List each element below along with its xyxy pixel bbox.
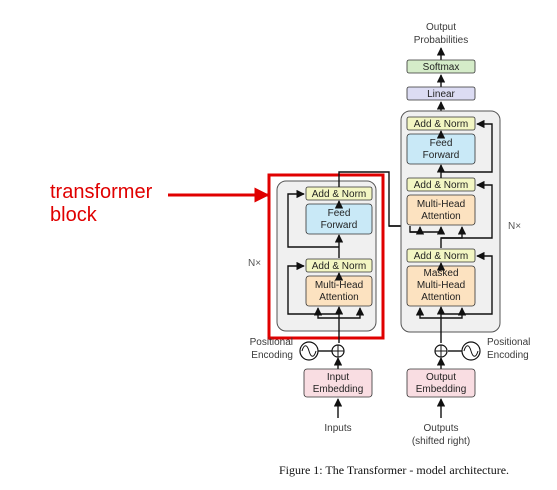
decoder-masked-multi-head-attention: Masked Multi-Head Attention: [406, 265, 476, 307]
svg-text:Add & Norm: Add & Norm: [312, 189, 366, 200]
output-embedding: Output Embedding: [406, 368, 476, 398]
decoder-add-norm-2: Add & Norm: [406, 177, 476, 192]
decoder-connectors: [409, 119, 493, 343]
output-probabilities-label-1: Output: [426, 22, 456, 33]
svg-text:Forward: Forward: [321, 220, 358, 231]
svg-text:Encoding: Encoding: [251, 350, 293, 361]
decoder-add-norm-3: Add & Norm: [406, 248, 476, 263]
svg-text:Attention: Attention: [319, 292, 358, 303]
svg-text:Embedding: Embedding: [313, 384, 364, 395]
svg-text:Attention: Attention: [421, 292, 460, 303]
input-embedding: Input Embedding: [303, 368, 373, 398]
svg-text:Feed: Feed: [430, 138, 453, 149]
encoder-nx-label: N×: [248, 258, 261, 269]
svg-text:Masked: Masked: [423, 268, 458, 279]
svg-text:Positional: Positional: [250, 337, 293, 348]
svg-text:Positional: Positional: [487, 337, 530, 348]
svg-text:Softmax: Softmax: [423, 62, 460, 73]
svg-text:Add & Norm: Add & Norm: [414, 251, 468, 262]
svg-text:Multi-Head: Multi-Head: [417, 280, 465, 291]
decoder-nx-label: N×: [508, 221, 521, 232]
svg-text:Embedding: Embedding: [416, 384, 467, 395]
decoder-multi-head-attention: Multi-Head Attention: [406, 194, 476, 226]
svg-text:Add & Norm: Add & Norm: [414, 119, 468, 130]
svg-text:Attention: Attention: [421, 211, 460, 222]
decoder-add-symbol: [434, 344, 448, 358]
svg-text:Feed: Feed: [328, 208, 351, 219]
svg-text:Input: Input: [327, 372, 349, 383]
figure-caption: Figure 1: The Transformer - model archit…: [279, 463, 509, 477]
softmax-block: Softmax: [406, 59, 476, 74]
decoder-feed-forward: Feed Forward: [406, 133, 476, 165]
encoder-stack: [276, 180, 377, 332]
decoder-positional-encoding: Positional Encoding: [448, 337, 530, 361]
inputs-label: Inputs: [324, 423, 351, 434]
svg-text:Output: Output: [426, 372, 456, 383]
encoder-add-symbol: [331, 344, 345, 358]
svg-text:Add & Norm: Add & Norm: [312, 261, 366, 272]
annotation-line-1: transformer: [50, 181, 153, 203]
encoder-multi-head-attention: Multi-Head Attention: [305, 275, 373, 307]
transformer-block-highlight: [267, 173, 385, 340]
linear-block: Linear: [406, 86, 476, 101]
outputs-label-1: Outputs: [423, 423, 458, 434]
encoder-connectors: [287, 171, 410, 343]
encoder-feed-forward: Feed Forward: [305, 203, 373, 235]
decoder-add-norm-1: Add & Norm: [406, 116, 476, 131]
annotation-line-2: block: [50, 204, 98, 226]
encoder-add-norm-bottom: Add & Norm: [305, 258, 373, 273]
svg-text:Encoding: Encoding: [487, 350, 529, 361]
svg-text:Add & Norm: Add & Norm: [414, 180, 468, 191]
svg-text:Multi-Head: Multi-Head: [315, 280, 363, 291]
encoder-add-norm-top: Add & Norm: [305, 186, 373, 201]
svg-text:Multi-Head: Multi-Head: [417, 199, 465, 210]
svg-text:Linear: Linear: [427, 89, 455, 100]
output-probabilities-label-2: Probabilities: [414, 35, 468, 46]
outputs-label-2: (shifted right): [412, 436, 470, 447]
svg-text:Forward: Forward: [423, 150, 460, 161]
encoder-positional-encoding: Positional Encoding: [250, 337, 332, 361]
